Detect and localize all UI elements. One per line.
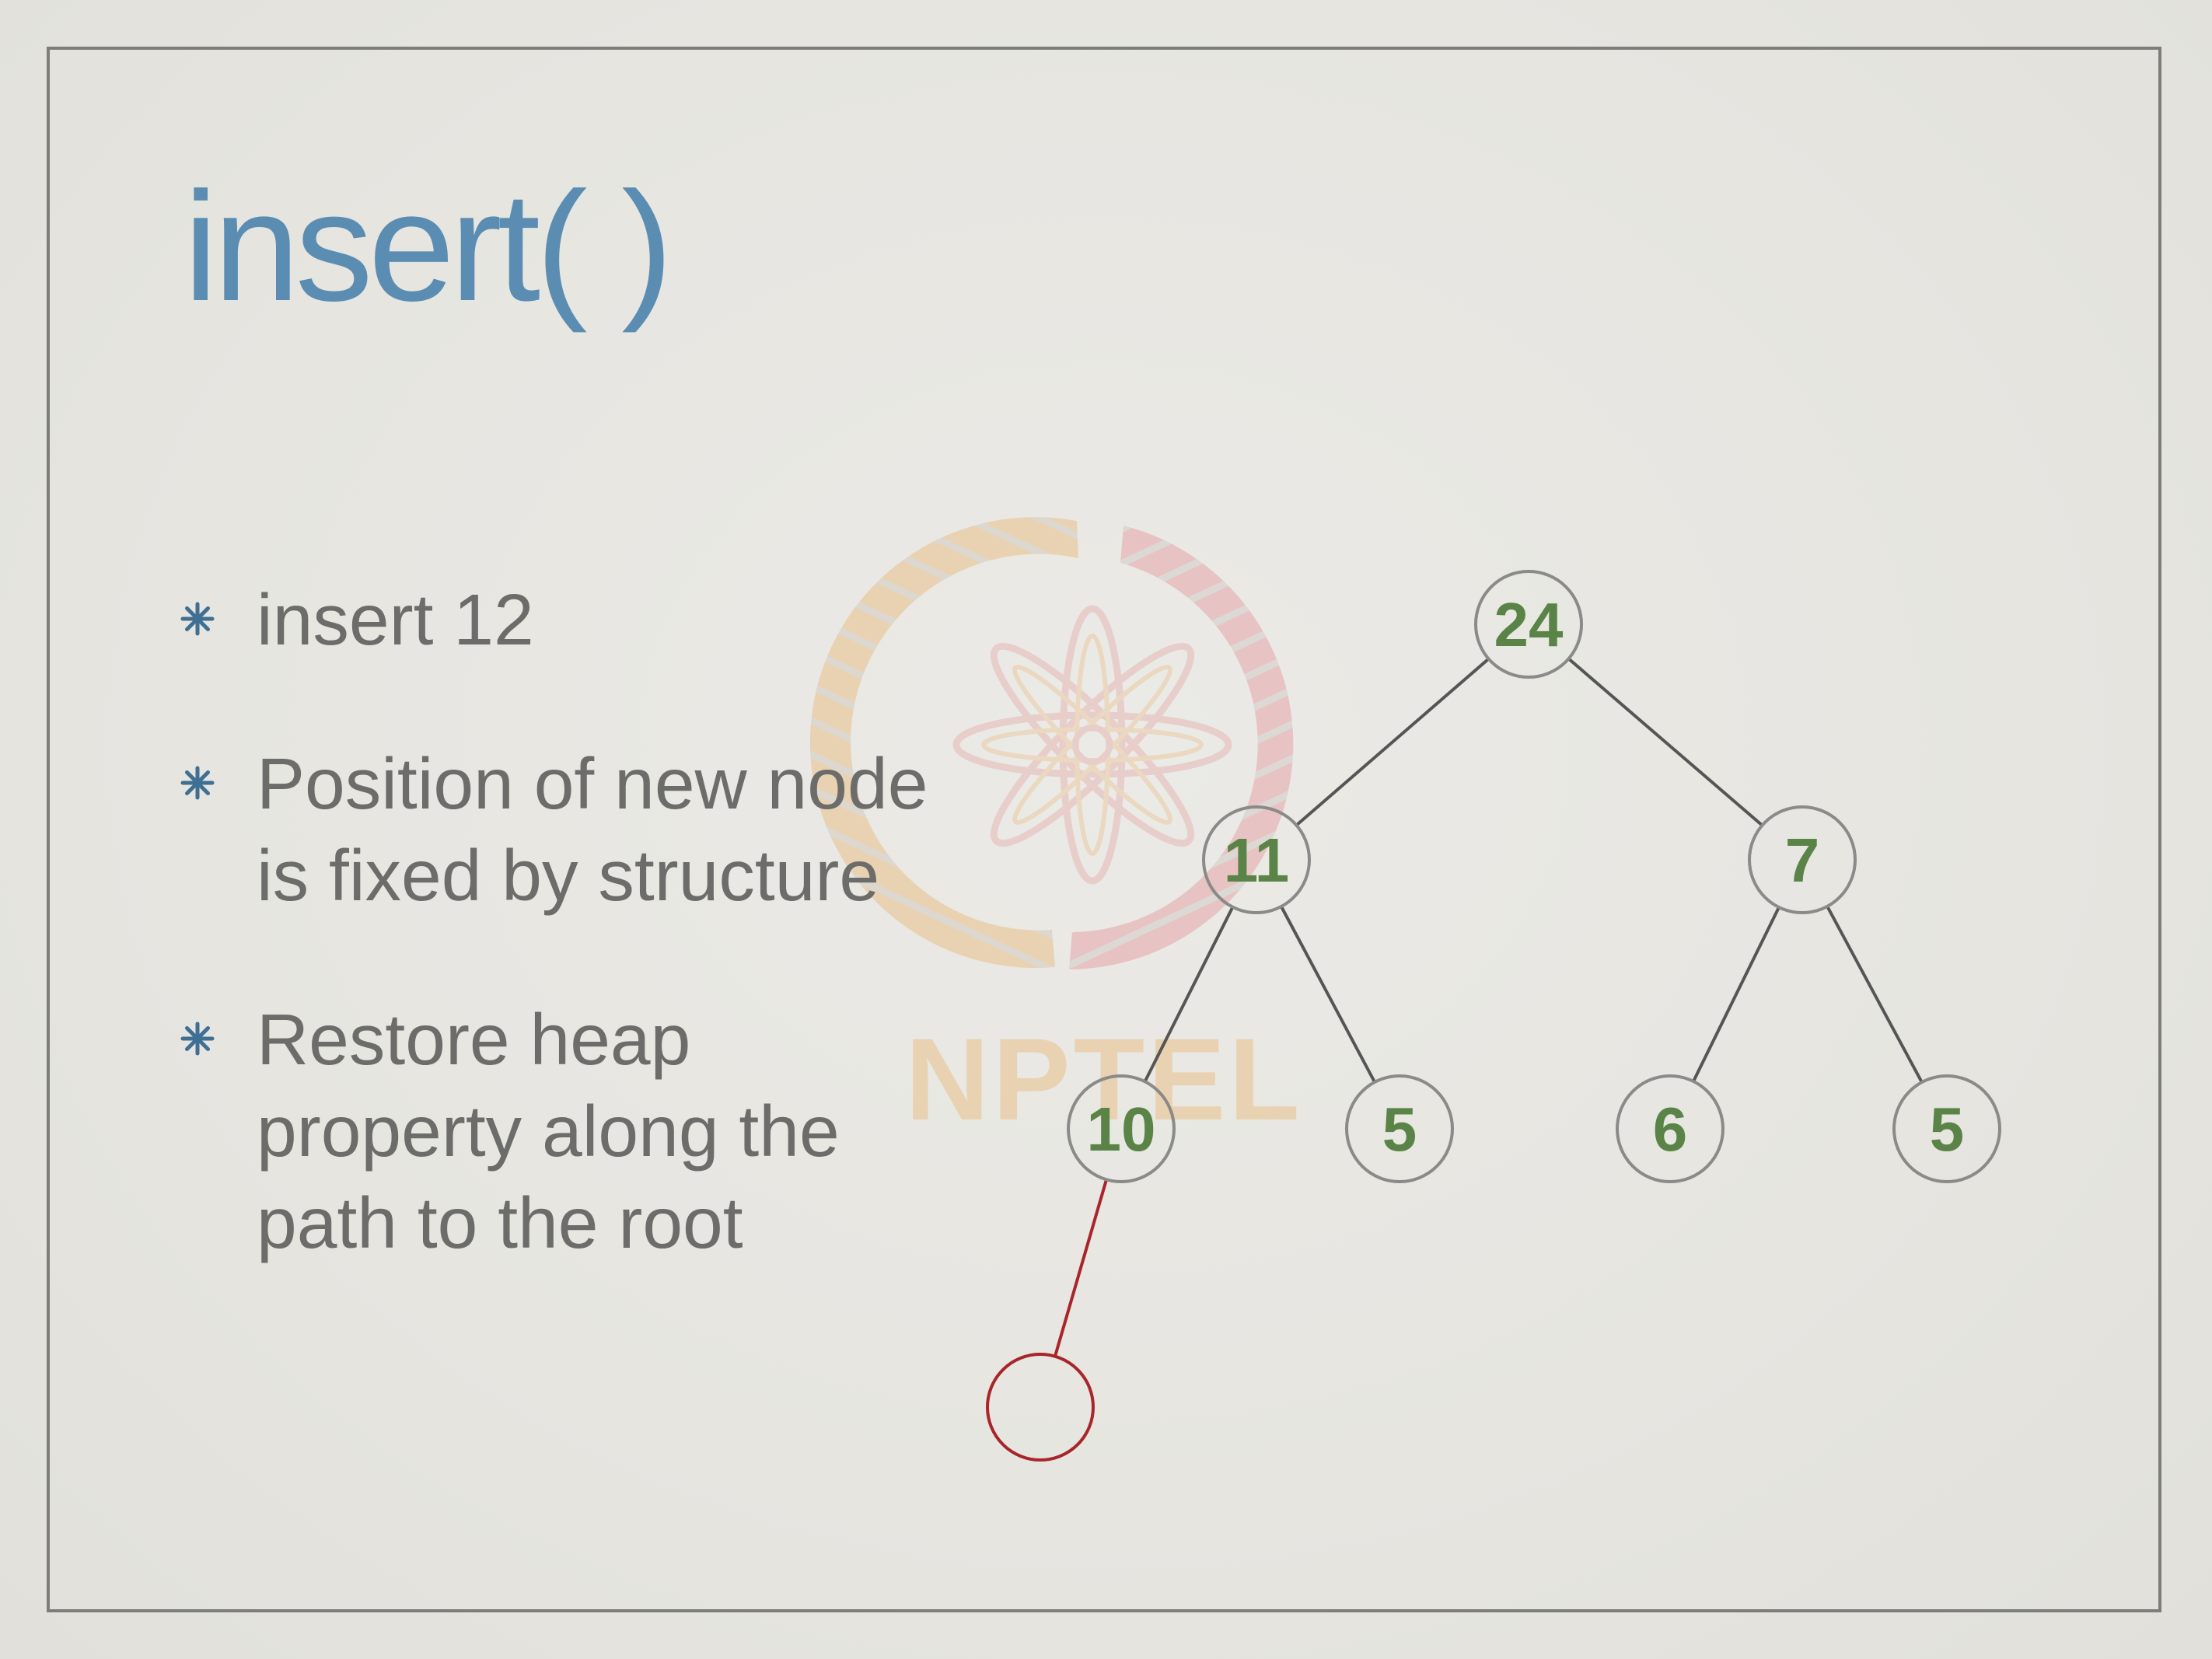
bullet-text: insert 12 — [257, 579, 534, 660]
asterisk-bullet-icon — [180, 766, 215, 800]
node-circle — [1748, 805, 1857, 914]
tree-edge — [1295, 657, 1490, 827]
node-circle — [1616, 1074, 1725, 1183]
node-label: 7 — [1785, 826, 1820, 895]
new-node-edge — [1054, 1179, 1108, 1357]
bullet-text: Position of new node is fixed by structu… — [257, 743, 928, 916]
tree-edge — [1692, 906, 1780, 1082]
node-circle — [1892, 1074, 2001, 1183]
heap-edges — [1054, 657, 1924, 1357]
bullet-list: insert 12 Position of new node is fixed … — [180, 574, 942, 1341]
heap-node: 5 — [1345, 1074, 1454, 1183]
node-label: 24 — [1494, 590, 1564, 659]
node-circle — [986, 1353, 1095, 1462]
bullet-text: Restore heap property along the path to … — [257, 999, 840, 1263]
heap-node: 7 — [1748, 805, 1857, 914]
tree-edge — [1826, 905, 1924, 1084]
slide-frame — [47, 47, 2161, 1612]
heap-node: 11 — [1202, 805, 1311, 914]
asterisk-bullet-icon — [180, 1022, 215, 1056]
node-label: 10 — [1087, 1095, 1156, 1164]
bullet-item: insert 12 — [180, 574, 942, 665]
heap-node: 6 — [1616, 1074, 1725, 1183]
asterisk-bullet-icon — [180, 602, 215, 636]
node-label: 6 — [1653, 1095, 1688, 1164]
node-circle — [1345, 1074, 1454, 1183]
tree-edge — [1143, 906, 1235, 1083]
slide-title: insert( ) — [183, 160, 673, 334]
node-label: 11 — [1224, 826, 1290, 895]
bullet-item: Position of new node is fixed by structu… — [180, 738, 942, 921]
heap-node: 10 — [1067, 1074, 1176, 1183]
node-label: 5 — [1930, 1095, 1965, 1164]
tree-edge — [1567, 657, 1763, 827]
heap-nodes: 24 11 7 10 5 6 5 — [986, 570, 2001, 1462]
node-circle — [1067, 1074, 1176, 1183]
node-circle — [1202, 805, 1311, 914]
new-heap-node — [986, 1353, 1095, 1462]
heap-node: 5 — [1892, 1074, 2001, 1183]
node-label: 5 — [1382, 1095, 1417, 1164]
tree-edge — [1280, 906, 1376, 1083]
node-circle — [1474, 570, 1583, 679]
bullet-item: Restore heap property along the path to … — [180, 994, 942, 1269]
heap-node: 24 — [1474, 570, 1583, 679]
